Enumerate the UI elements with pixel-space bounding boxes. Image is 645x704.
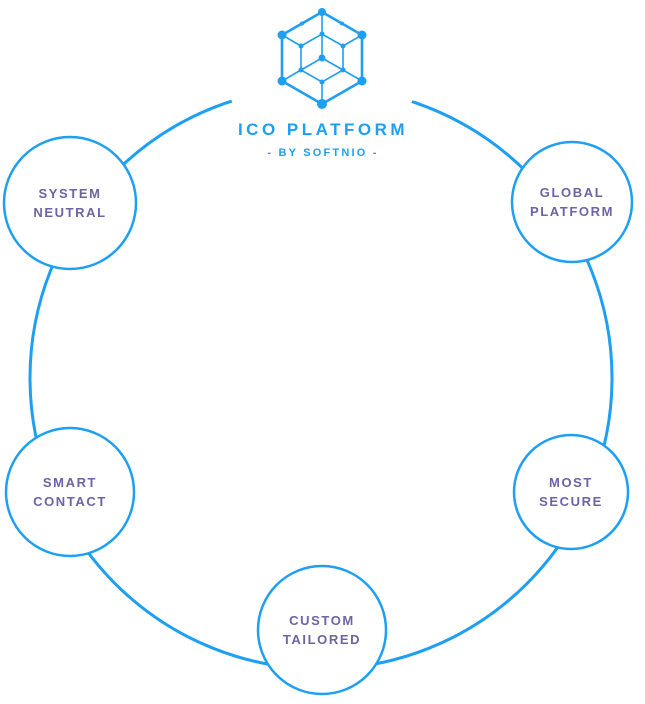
node-circle-custom-tailored [256, 564, 388, 696]
node-circle-global-platform [510, 140, 634, 264]
node-label-line: CONTACT [33, 494, 107, 509]
logo-node-dot [357, 76, 367, 86]
node-label-line: GLOBAL [539, 185, 605, 200]
diagram-title: ICO PLATFORM [237, 120, 409, 139]
logo-node-dot [319, 79, 325, 85]
logo-node-dots [277, 8, 367, 109]
node-label-most-secure: MOST SECURE [539, 473, 603, 511]
node-label-line: SMART [42, 475, 98, 490]
logo-node-dot [318, 54, 326, 62]
logo-node-dot [298, 67, 304, 73]
logo-node-dot [319, 31, 325, 37]
node-circle-system-neutral [2, 135, 138, 271]
node-label-global-platform: GLOBAL PLATFORM [530, 183, 614, 221]
hexagon-network-icon [277, 8, 367, 109]
logo-node-dot [277, 76, 287, 86]
node-label-line: NEUTRAL [33, 205, 107, 220]
node-label-line: TAILORED [282, 632, 362, 647]
node-label-line: SECURE [539, 494, 603, 509]
node-circle-smart-contact [4, 426, 136, 558]
diagram-subtitle: - BY SOFTNIO - [267, 147, 379, 159]
node-label-line: CUSTOM [289, 613, 355, 628]
node-label-line: PLATFORM [529, 204, 615, 219]
logo-node-dot [300, 21, 304, 26]
node-label-line: SYSTEM [38, 186, 102, 201]
logo-node-dot [340, 43, 346, 49]
logo-node-dot [357, 30, 367, 40]
logo-node-dot [318, 8, 326, 16]
logo-node-dot [298, 43, 304, 49]
logo-node-dot [317, 99, 327, 109]
logo-node-dot [277, 30, 287, 40]
logo-node-dot [340, 67, 346, 73]
node-label-line: MOST [549, 475, 593, 490]
node-circle-most-secure [512, 433, 630, 551]
logo-node-dot [340, 21, 344, 26]
ring-top-gap-mask [222, 0, 422, 158]
node-label-system-neutral: SYSTEM NEUTRAL [33, 184, 106, 222]
node-label-smart-contact: SMART CONTACT [33, 473, 107, 511]
node-label-custom-tailored: CUSTOM TAILORED [283, 611, 361, 649]
